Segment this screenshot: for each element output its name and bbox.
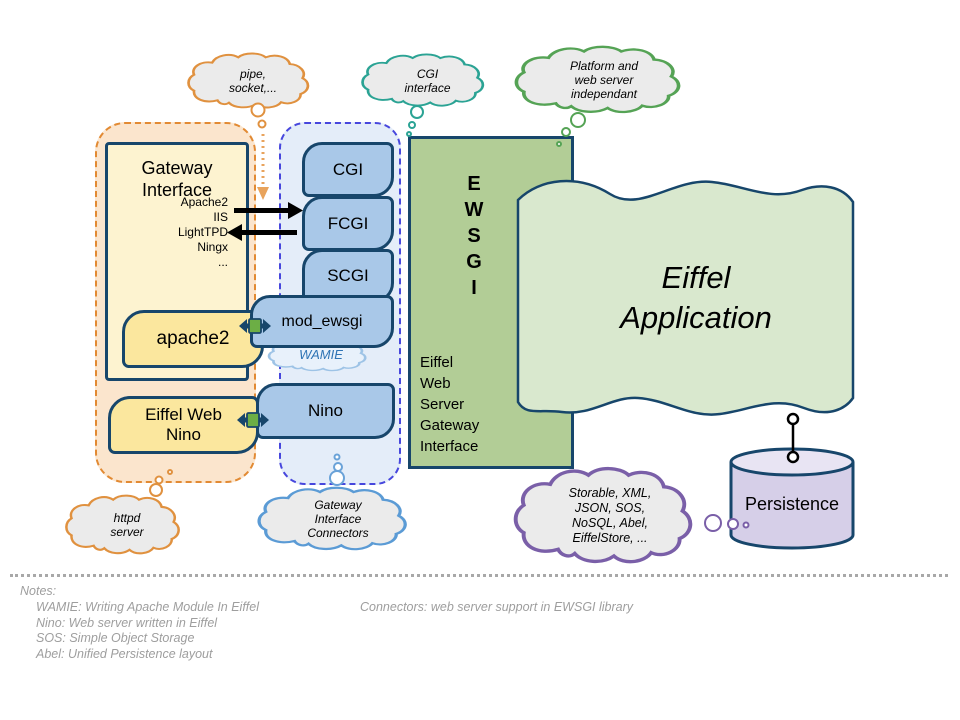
- gateway-interface-connectors-cloud: Gateway Interface Connectors: [256, 486, 420, 552]
- server-item: Ningx: [197, 240, 228, 254]
- gateway-interface-title: Gateway Interface: [141, 158, 213, 200]
- eiffel-web-nino-box: Eiffel Web Nino: [108, 396, 259, 454]
- storage-options-cloud: Storable, XML, JSON, SOS, NoSQL, Abel, E…: [512, 466, 708, 566]
- notes-separator: [10, 574, 948, 577]
- server-item: Apache2: [180, 195, 228, 209]
- gateway-interface-box: Gateway Interface Apache2 IIS LightTPD N…: [105, 142, 249, 381]
- database-cylinder-icon: [729, 447, 855, 550]
- connector-plug-icon: [239, 318, 271, 334]
- apache2-box: apache2: [122, 310, 264, 368]
- scgi-box: SCGI: [302, 249, 394, 303]
- ewsgi-full-name: Eiffel Web Server Gateway Interface: [420, 354, 480, 455]
- wavy-flag-shape: [516, 179, 855, 416]
- server-item: IIS: [213, 210, 228, 224]
- notes-list: WAMIE: Writing Apache Module In Eiffel N…: [36, 600, 259, 662]
- mod-ewsgi-box: mod_ewsgi: [250, 295, 394, 348]
- note-connectors: Connectors: web server support in EWSGI …: [360, 600, 634, 614]
- persistence-label: Persistence: [744, 494, 840, 514]
- persistence-cylinder: Persistence: [727, 446, 857, 552]
- server-item: LightTPD: [177, 225, 228, 239]
- nino-connector-box: Nino: [256, 383, 395, 439]
- ewsgi-acronym: E W S G I: [464, 173, 484, 299]
- note-line: SOS: Simple Object Storage: [36, 631, 195, 645]
- cgi-interface-cloud: CGI interface: [360, 53, 495, 108]
- thought-bubble-trail: [406, 105, 424, 137]
- cloud-icon: [65, 494, 180, 555]
- connector-plug-icon: [237, 412, 269, 428]
- cloud-icon: [257, 486, 407, 551]
- eiffel-application-shape: Eiffel Application: [512, 172, 860, 434]
- dotted-flow-arrow: [257, 134, 269, 200]
- httpd-server-cloud: httpd server: [64, 494, 190, 556]
- cloud-icon: [513, 466, 693, 564]
- fcgi-box: FCGI: [302, 196, 394, 251]
- note-line: WAMIE: Writing Apache Module In Eiffel: [36, 600, 260, 614]
- pipe-socket-cloud: pipe, socket,...: [186, 52, 320, 110]
- cloud-icon: [514, 45, 681, 114]
- cloud-icon: [361, 53, 485, 107]
- note-line: Abel: Unified Persistence layout: [36, 646, 213, 661]
- eiffel-application-label: Eiffel Application: [620, 260, 772, 335]
- server-item: ...: [217, 255, 228, 269]
- platform-independent-cloud: Platform and web server independant: [513, 45, 695, 115]
- web-server-list: Apache2 IIS LightTPD Ningx ...: [178, 195, 228, 270]
- notes-title: Notes:: [20, 584, 57, 598]
- cgi-box: CGI: [302, 142, 394, 197]
- note-line: Nino: Web server written in Eiffel: [36, 615, 218, 630]
